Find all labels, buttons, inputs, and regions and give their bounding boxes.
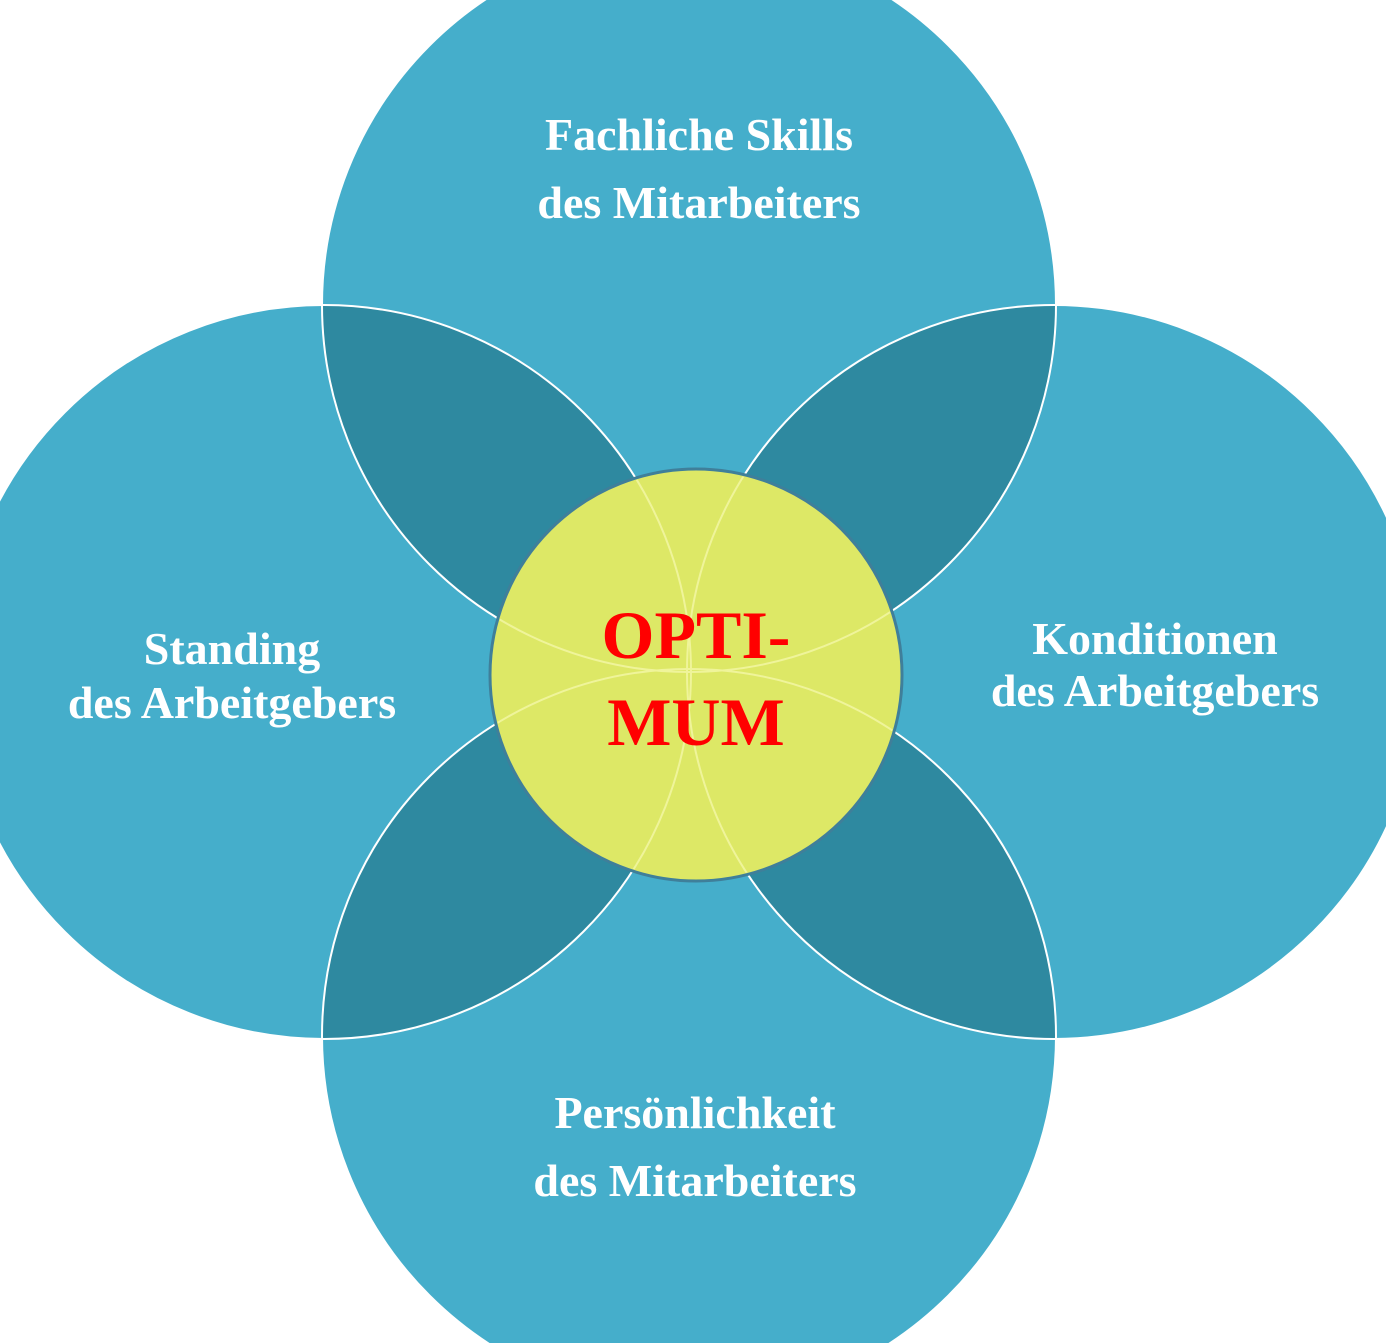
overlap-top-left xyxy=(322,305,691,672)
label-bottom-line1: Persönlichkeit xyxy=(554,1087,836,1138)
label-right-line1: Konditionen xyxy=(1032,613,1277,664)
label-left-line1: Standing xyxy=(144,623,320,674)
center-circle xyxy=(488,467,904,883)
label-top-line1: Fachliche Skills xyxy=(545,109,853,160)
center-label-line1: OPTI- xyxy=(602,597,791,673)
label-right-line2: des Arbeitgebers xyxy=(991,665,1319,716)
label-top-line2: des Mitarbeiters xyxy=(537,177,860,228)
overlap-top-right xyxy=(687,305,1056,672)
center-label-line2: MUM xyxy=(607,684,784,760)
label-bottom-line2: des Mitarbeiters xyxy=(533,1155,856,1206)
label-left-line2: des Arbeitgebers xyxy=(68,677,396,728)
